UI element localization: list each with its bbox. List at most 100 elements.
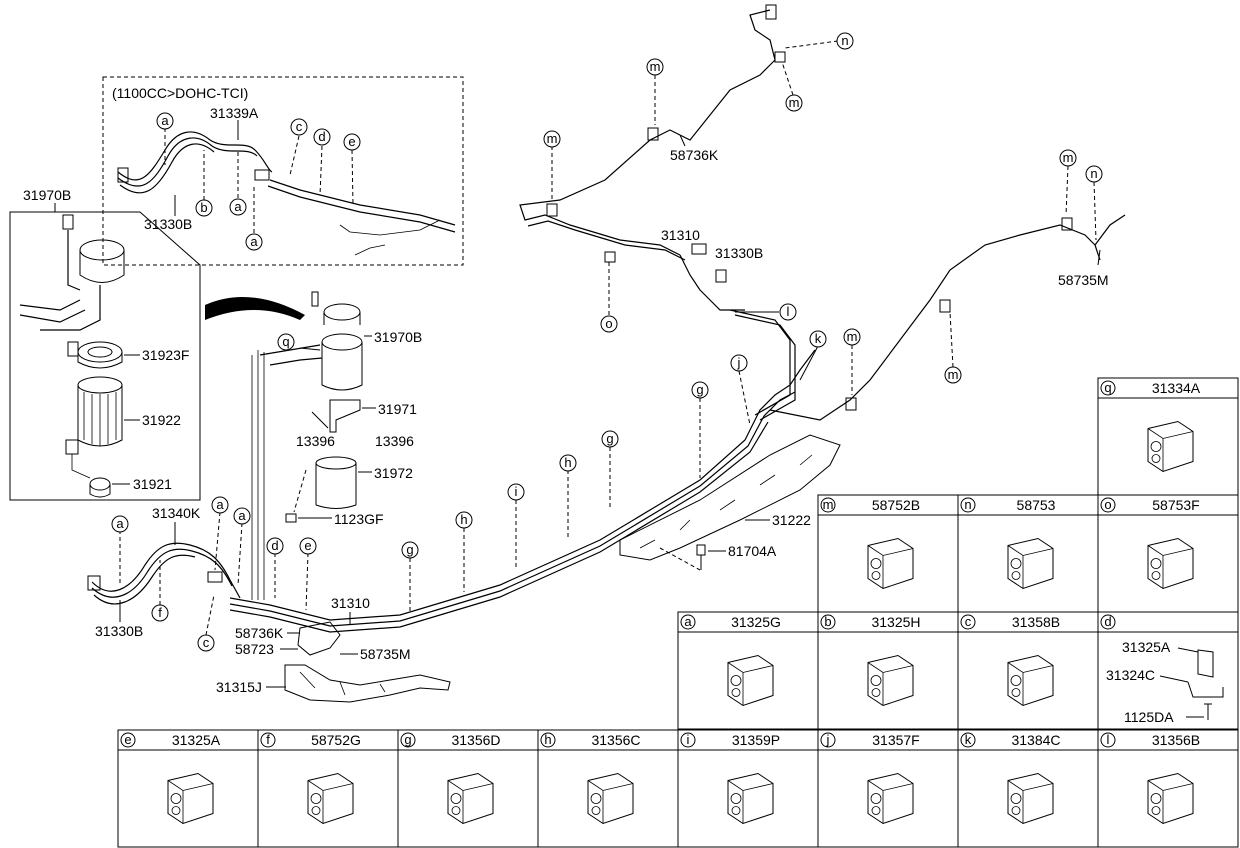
svg-text:m: m (789, 95, 800, 110)
svg-text:n: n (841, 33, 848, 48)
fuel-filter-center: 31970B 31971 13396 13396 31972 1123GF (251, 291, 422, 600)
legend-letter: a (684, 614, 692, 629)
legend-letter-badge (1100, 732, 1116, 748)
main-fuel-lines (229, 4, 1126, 633)
legend-letter: l (1107, 732, 1110, 747)
callout-left-a3: a (233, 507, 251, 525)
clip-icon (1007, 537, 1054, 590)
svg-text:c: c (203, 635, 210, 650)
clip-icon (1007, 654, 1054, 707)
callout-mid-d: d (266, 537, 284, 555)
legend-letter-badge (960, 732, 976, 748)
legend-letter-badge (820, 614, 836, 630)
legend-letter-badge (960, 614, 976, 630)
legend-letter-badge (680, 732, 696, 748)
label-31970B-box: 31970B (23, 187, 71, 203)
label-31340K: 31340K (152, 505, 201, 521)
left-pipe-group: 31340K 31330B (87, 40, 1101, 639)
clip-icon (167, 772, 214, 825)
legend-letter: i (687, 732, 690, 747)
svg-text:g: g (606, 431, 613, 446)
legend-letter: q (1104, 380, 1111, 395)
svg-text:m: m (1063, 150, 1074, 165)
callout-mid-g2: g (601, 430, 619, 448)
callout-r-m1: m (543, 130, 561, 148)
label-58723: 58723 (235, 641, 274, 657)
svg-text:a: a (216, 497, 224, 512)
variant-note: (1100CC>DOHC-TCI) (112, 85, 248, 101)
svg-text:m: m (948, 367, 959, 382)
legend-letter: j (826, 732, 830, 747)
callout-left-c: c (197, 634, 215, 652)
legend-cell-i: i 31359P (677, 729, 819, 848)
variant-box: (1100CC>DOHC-TCI) 31339A 31330B (102, 76, 464, 266)
legend-cell-m: m 58752B (817, 494, 959, 613)
callout-top-a1: a (156, 112, 174, 130)
svg-text:m: m (650, 59, 661, 74)
callout-mid-g1: g (401, 541, 419, 559)
callout-top-e: e (343, 133, 361, 151)
svg-text:a: a (116, 516, 124, 531)
label-1123GF: 1123GF (334, 511, 384, 527)
svg-text:e: e (348, 134, 355, 149)
legend-letter-badge (960, 497, 976, 513)
label-31339A: 31339A (210, 105, 259, 121)
legend-cell-j: j 31357F (817, 729, 959, 848)
svg-text:k: k (815, 331, 822, 346)
label-31222: 31222 (772, 512, 811, 528)
legend-part-number: 31357F (872, 732, 919, 748)
legend-letter-badge (1100, 614, 1116, 630)
legend-part-number: 31359P (732, 732, 780, 748)
legend-letter-badge (680, 614, 696, 630)
svg-text:d: d (318, 129, 325, 144)
legend-d-part-p1: 31325A (1122, 639, 1171, 655)
svg-text:m: m (847, 329, 858, 344)
callout-top-a2: a (229, 198, 247, 216)
legend-part-number: 31384C (1011, 732, 1060, 748)
pointer-arrow (205, 297, 305, 320)
clip-icon (727, 654, 774, 707)
legend-letter: m (823, 497, 834, 512)
callout-mid-i: i (507, 483, 525, 501)
callout-top-b: b (195, 199, 213, 217)
label-31310-bottom: 31310 (331, 595, 370, 611)
label-31923F: 31923F (142, 347, 189, 363)
svg-text:o: o (605, 316, 612, 331)
callout-mid-j: j (730, 354, 748, 372)
callout-r-n1: n (836, 32, 854, 50)
filter-assembly-box: 31970B 31923F 31922 31921 (9, 187, 201, 501)
callout-top-d: d (313, 128, 331, 146)
callout-r-m6: m (1059, 149, 1077, 167)
callout-r-n2: n (1085, 165, 1103, 183)
svg-text:j: j (737, 355, 741, 370)
callout-r-m5: m (944, 366, 962, 384)
svg-text:i: i (515, 484, 518, 499)
svg-text:h: h (564, 455, 571, 470)
legend-part-number: 58753F (1152, 497, 1199, 513)
legend-part-number: 31356B (1152, 732, 1200, 748)
clip-icon (1007, 772, 1054, 825)
svg-text:c: c (296, 119, 303, 134)
label-31970B: 31970B (374, 329, 422, 345)
callout-mid-e: e (299, 537, 317, 555)
svg-text:l: l (787, 304, 790, 319)
legend-letter-badge (120, 732, 136, 748)
callout-mid-h1: h (455, 511, 473, 529)
legend-part-number: 31356D (451, 732, 500, 748)
legend-letter: n (964, 497, 971, 512)
legend-letter-badge (540, 732, 556, 748)
legend-part-number: 58752B (872, 497, 920, 513)
callout-r-m2: m (646, 58, 664, 76)
clip-icon (1147, 772, 1194, 825)
svg-text:d: d (271, 538, 278, 553)
legend-part-number: 31325A (172, 732, 221, 748)
label-31310-top: 31310 (661, 227, 700, 243)
svg-text:n: n (1090, 166, 1097, 181)
svg-text:g: g (406, 542, 413, 557)
